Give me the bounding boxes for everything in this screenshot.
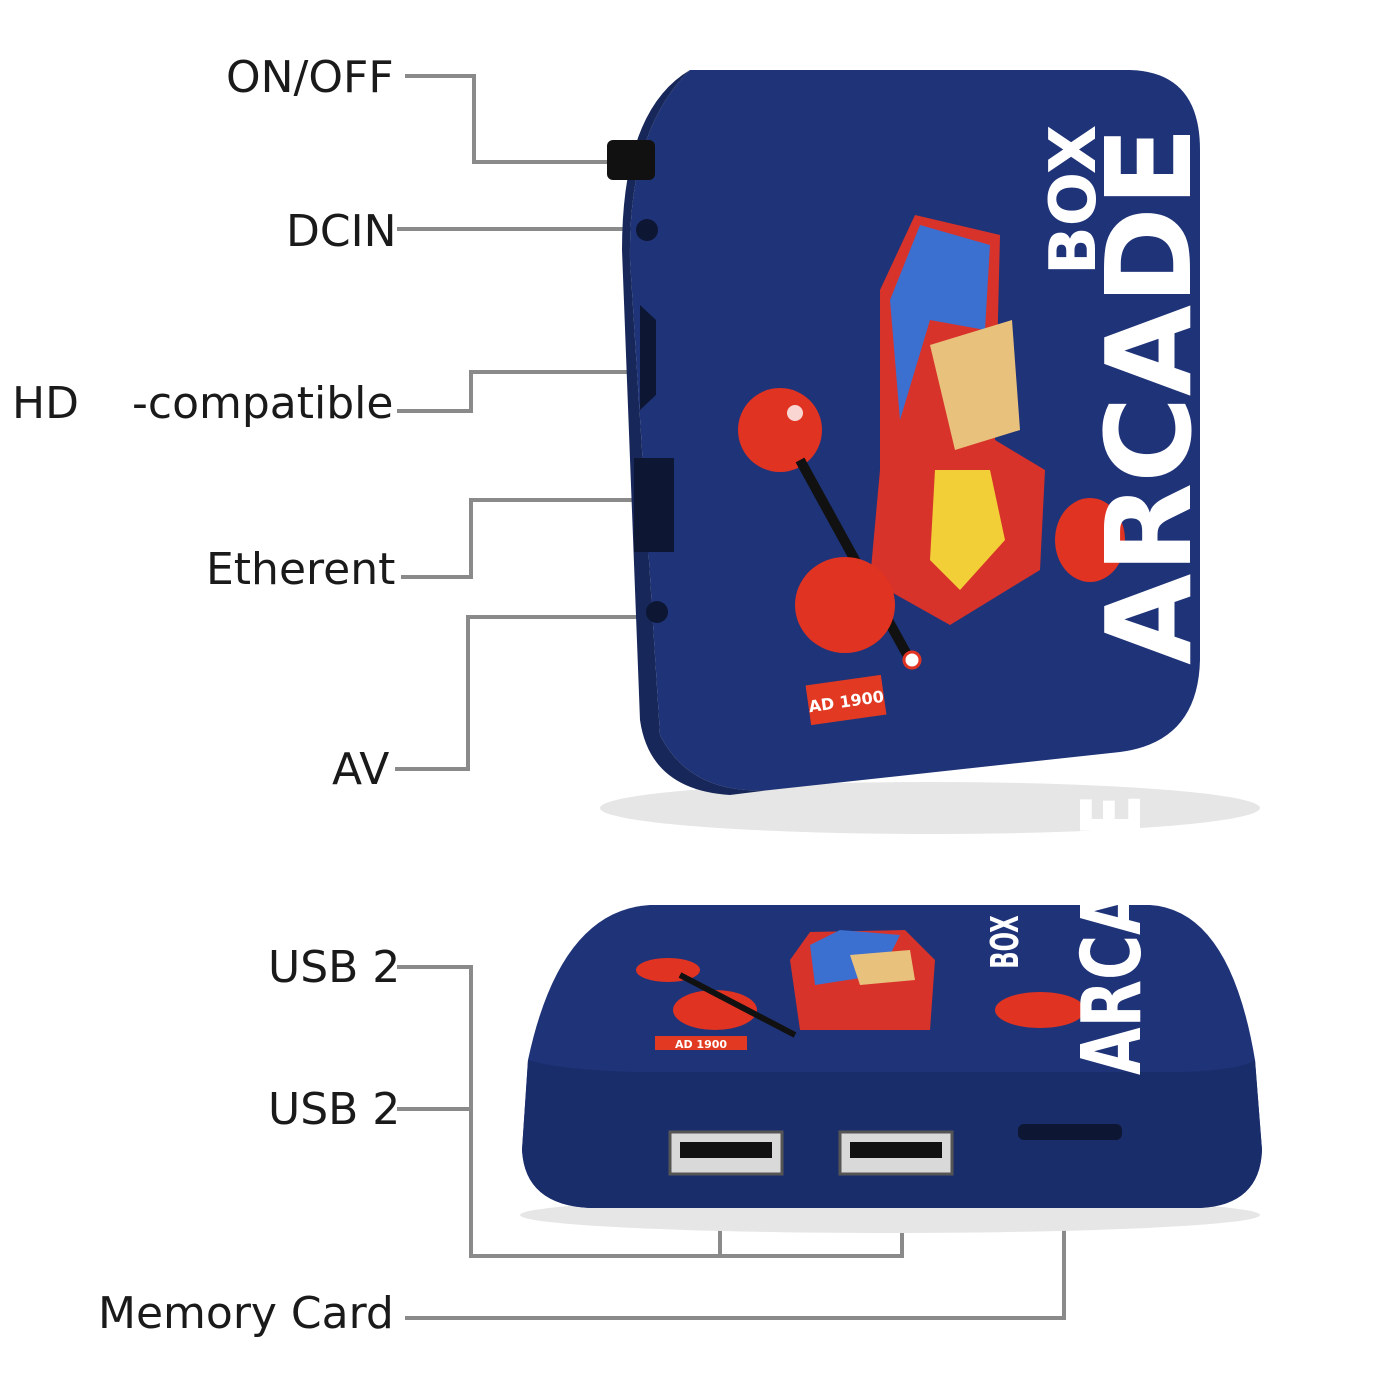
power-switch [607, 140, 655, 180]
leader-hd [397, 370, 640, 413]
brand-arcade-front: ARCADE [1065, 794, 1160, 1075]
usb-port-right [838, 1130, 954, 1176]
memory-card-slot [1018, 1124, 1122, 1140]
label-on-off: ON/OFF [226, 52, 394, 103]
leader-ethernet [401, 498, 633, 579]
model-badge-side [805, 674, 887, 726]
label-compatible: -compatible [132, 378, 394, 429]
dc-jack [636, 219, 658, 241]
brand-box-side: BOX [1037, 125, 1111, 275]
label-av: AV [332, 744, 390, 795]
ethernet-port [634, 458, 674, 552]
model-badge-front-text: AD 1900 [675, 1038, 727, 1051]
model-badge-front [655, 1036, 747, 1050]
leader-av [395, 615, 650, 771]
brand-box-front: BOX [984, 915, 1028, 969]
usb-port-left [668, 1130, 784, 1176]
av-jack [646, 601, 668, 623]
label-hd: HD [12, 378, 79, 429]
label-ethernet: Etherent [206, 544, 396, 595]
label-memory-card: Memory Card [98, 1288, 394, 1339]
hdmi-port [640, 305, 656, 410]
brand-arcade-side: ARCADE [1080, 126, 1218, 665]
label-usb-bottom: USB 2 [268, 1084, 401, 1135]
arcade-mascot-art-front [636, 930, 1085, 1038]
label-usb-top: USB 2 [268, 942, 401, 993]
arcade-mascot-art [738, 215, 1125, 670]
leader-on-off [405, 74, 608, 164]
label-dcin: DCIN [286, 206, 397, 257]
